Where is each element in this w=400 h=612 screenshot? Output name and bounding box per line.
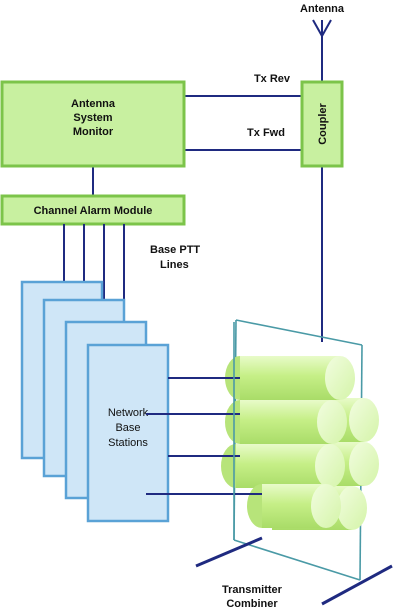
- asm-label-line3: Monitor: [73, 126, 114, 138]
- combiner-foot-right: [321, 564, 393, 606]
- base-station-stack: Network Base Stations: [20, 280, 170, 523]
- asm-label-line1: Antenna: [71, 98, 116, 110]
- channel-alarm-label: Channel Alarm Module: [34, 205, 153, 217]
- combiner-cavities: [221, 356, 379, 530]
- base-station-box-front: [86, 343, 170, 523]
- nbs-label-line3: Stations: [108, 437, 148, 449]
- ptt-label-line2: Lines: [160, 259, 189, 271]
- antenna-icon: [312, 19, 332, 82]
- combiner-foot-left: [195, 536, 263, 568]
- channel-alarm-module-box: Channel Alarm Module: [0, 194, 186, 226]
- combiner-label-line1: Transmitter: [222, 584, 283, 596]
- nbs-label-line1: Network: [108, 407, 149, 419]
- tx-rev-label: Tx Rev: [254, 73, 291, 85]
- asm-label-line2: System: [73, 112, 112, 124]
- ptt-label-line1: Base PTT: [150, 244, 200, 256]
- combiner-label-line2: Combiner: [226, 598, 278, 610]
- coupler-label: Coupler: [317, 103, 329, 145]
- antenna-system-monitor-box: Antenna System Monitor: [0, 80, 186, 168]
- nbs-label-line2: Base: [115, 422, 140, 434]
- station-to-combiner-lines: [146, 377, 262, 495]
- tx-fwd-label: Tx Fwd: [247, 127, 285, 139]
- antenna-label: Antenna: [300, 3, 345, 15]
- coupler-box: Coupler: [300, 80, 344, 168]
- combiner-frame-front: [195, 322, 393, 606]
